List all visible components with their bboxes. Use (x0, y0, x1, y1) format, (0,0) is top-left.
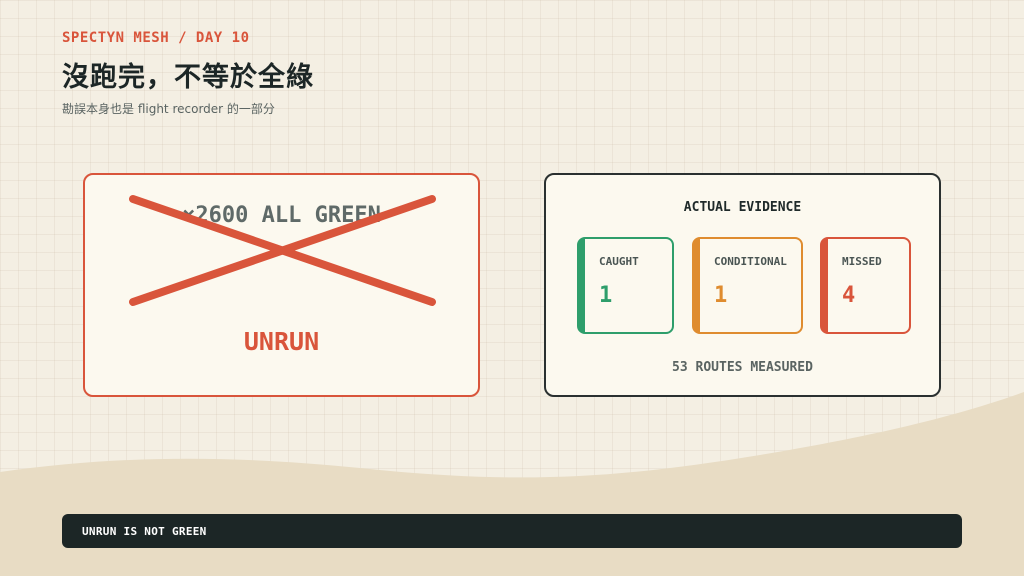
evidence-card: ACTUAL EVIDENCE CAUGHT 1 CONDITIONAL 1 M… (544, 173, 941, 397)
stat-caught-value: 1 (599, 283, 613, 308)
series-kicker: SPECTYN MESH / DAY 10 (62, 30, 250, 46)
stat-missed-value: 4 (842, 283, 856, 308)
stat-caught: CAUGHT 1 (577, 237, 674, 334)
cross-out-mark (129, 195, 436, 306)
page-title: 沒跑完，不等於全綠 (62, 62, 314, 93)
unrun-status: UNRUN (243, 327, 320, 356)
stat-conditional-value: 1 (714, 283, 728, 308)
page-subtitle: 勘誤本身也是 flight recorder 的一部分 (62, 102, 275, 116)
stat-conditional: CONDITIONAL 1 (692, 237, 803, 334)
footer-bar: UNRUN IS NOT GREEN (62, 514, 962, 548)
claim-card: ×2600 ALL GREEN UNRUN (83, 173, 480, 397)
footer-text: UNRUN IS NOT GREEN (82, 525, 207, 538)
stat-missed-label: MISSED (842, 255, 882, 268)
stat-conditional-label: CONDITIONAL (714, 255, 787, 268)
header: SPECTYN MESH / DAY 10 沒跑完，不等於全綠 勘誤本身也是 f… (62, 30, 314, 117)
routes-measured: 53 ROUTES MEASURED (672, 360, 813, 375)
evidence-title: ACTUAL EVIDENCE (683, 200, 802, 215)
stat-missed: MISSED 4 (820, 237, 911, 334)
stat-caught-label: CAUGHT (599, 255, 639, 268)
